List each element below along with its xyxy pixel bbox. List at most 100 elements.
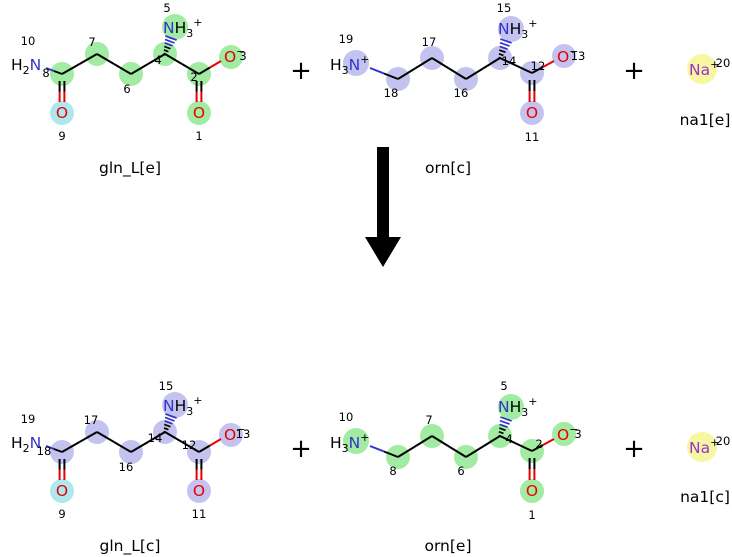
atom-highlight-blue — [162, 392, 188, 418]
atom-number: 4 — [154, 53, 161, 67]
atom-number: 9 — [58, 129, 65, 143]
molecule-label: na1[e] — [680, 111, 731, 129]
bond — [45, 67, 63, 75]
atom-number: 13 — [571, 49, 586, 63]
atom-highlight-green — [498, 394, 524, 420]
atom-number: 20 — [716, 56, 731, 70]
bond — [130, 53, 166, 75]
bond — [528, 458, 536, 480]
atom-number: 14 — [148, 431, 163, 445]
molecule-na1-c: Na+20 na1[c] — [680, 432, 730, 506]
atom-number: 20 — [716, 434, 731, 448]
bond — [164, 431, 200, 453]
bond — [465, 435, 501, 458]
atom-number: 2 — [535, 437, 542, 451]
bond — [528, 80, 536, 102]
plus-sign: + — [290, 434, 312, 464]
atom-number: 14 — [502, 54, 517, 68]
atom-number: 5 — [163, 1, 170, 15]
atom-label: O− — [557, 45, 578, 66]
bond — [58, 81, 66, 102]
bond — [163, 35, 177, 56]
atom-label: NH3+ — [163, 16, 202, 40]
bond — [61, 431, 98, 453]
bond — [195, 459, 203, 480]
atom-number: 8 — [42, 66, 49, 80]
bond — [163, 413, 177, 434]
atom-number: 15 — [497, 1, 512, 15]
atom-label: O− — [224, 45, 245, 66]
atom-number: 13 — [236, 427, 251, 441]
atom-highlight-yellow — [687, 54, 717, 84]
bond — [369, 67, 399, 80]
atom-label: Na+ — [689, 436, 719, 457]
bond — [130, 431, 166, 453]
atom-number: 17 — [422, 35, 437, 49]
atom-label: O− — [224, 423, 245, 444]
bond — [499, 57, 533, 74]
atom-highlight-blue — [343, 50, 369, 76]
atom-number: 11 — [525, 130, 540, 144]
bond — [96, 53, 132, 75]
atom-highlight-blue — [520, 101, 544, 125]
atom-label: H2N — [11, 434, 41, 455]
atom-label: H2N — [11, 56, 41, 77]
reaction-arrow — [365, 147, 401, 267]
atom-highlight-blue — [219, 423, 243, 447]
atom-number: 12 — [182, 438, 197, 452]
plus-sign: + — [623, 434, 645, 464]
bond — [465, 57, 501, 80]
atom-number: 11 — [192, 507, 207, 521]
molecule-label: gln_L[e] — [99, 159, 161, 178]
atom-number: 6 — [457, 464, 464, 478]
atom-number: 18 — [384, 86, 399, 100]
bond — [198, 438, 222, 453]
atom-label: O — [56, 482, 68, 500]
atom-highlight-green — [520, 479, 544, 503]
atom-highlight-blue — [498, 16, 524, 42]
atom-number: 1 — [528, 508, 535, 522]
atom-highlight-green — [552, 422, 576, 446]
atom-number: 4 — [505, 432, 512, 446]
bond — [431, 435, 467, 458]
atom-number: 16 — [454, 86, 469, 100]
atom-number: 9 — [58, 507, 65, 521]
atom-label: NH3+ — [498, 17, 537, 41]
atom-label: O− — [557, 423, 578, 444]
atom-label: NH3+ — [498, 395, 537, 419]
atom-label: O — [193, 104, 205, 122]
atom-number: 1 — [195, 129, 202, 143]
atom-number: 3 — [574, 427, 581, 441]
atom-highlight-green — [162, 14, 188, 40]
bond — [499, 435, 533, 452]
bond — [164, 53, 200, 75]
bond — [61, 53, 98, 75]
atom-highlight-cyan — [50, 479, 74, 503]
atom-number: 12 — [531, 59, 546, 73]
atom-label: H3N+ — [330, 53, 369, 77]
molecule-label: orn[c] — [425, 159, 471, 177]
atom-highlight-green — [219, 45, 243, 69]
atom-number: 8 — [389, 464, 396, 478]
plus-sign: + — [623, 56, 645, 86]
atom-highlight-green — [343, 428, 369, 454]
atom-highlight-yellow — [687, 432, 717, 462]
bond — [397, 57, 433, 80]
atom-label: H3N+ — [330, 431, 369, 455]
bond — [369, 445, 399, 458]
molecule-label: na1[c] — [680, 488, 730, 506]
atom-label: O — [193, 482, 205, 500]
atom-label: O — [56, 104, 68, 122]
atom-number: 6 — [123, 82, 130, 96]
atom-number: 15 — [159, 379, 174, 393]
bond — [498, 38, 512, 60]
bond — [531, 438, 555, 452]
atom-highlight-cyan — [50, 101, 74, 125]
atom-label: O — [526, 104, 538, 122]
